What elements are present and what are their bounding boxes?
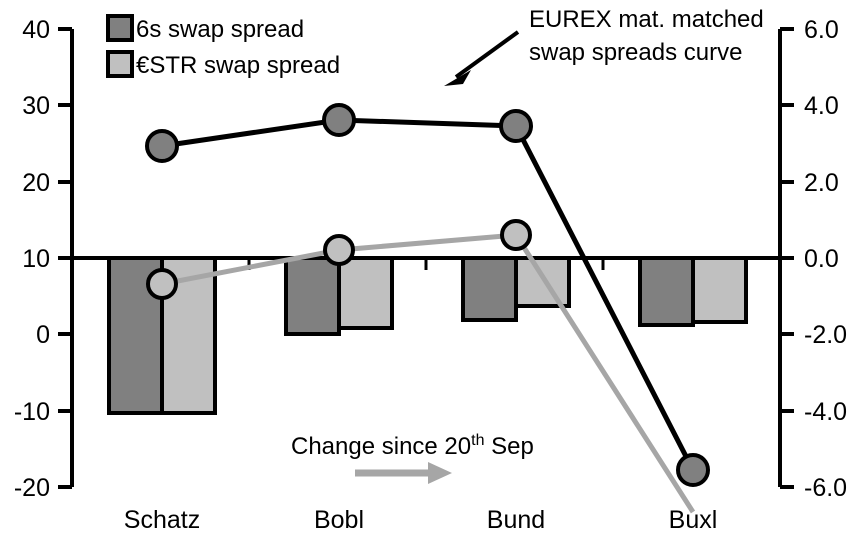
left-axis-tick-neg20: -20 — [14, 474, 50, 502]
marker-eurex-bobl — [322, 103, 356, 137]
legend-label-6s: 6s swap spread — [136, 16, 304, 43]
marker-eurex-schatz — [145, 129, 179, 163]
legend-label-estr: €STR swap spread — [136, 52, 340, 79]
right-axis-tick-0: 0.0 — [804, 245, 839, 273]
right-axis-tick-neg4: -4.0 — [804, 398, 847, 426]
marker-estr-schatz — [146, 268, 178, 300]
annotation-change-note: Change since 20th Sep — [291, 432, 534, 484]
bar-estr-buxl — [691, 256, 748, 324]
category-label-bobl: Bobl — [314, 506, 364, 534]
legend: 6s swap spread €STR swap spread — [106, 14, 340, 79]
left-axis-tick-10: 10 — [22, 245, 50, 273]
bar-6s-schatz — [107, 256, 164, 415]
annotation-eurex-note: EUREX mat. matched swap spreads curve — [444, 6, 764, 86]
category-label-schatz: Schatz — [124, 506, 200, 534]
bar-6s-bund — [461, 256, 518, 322]
legend-item-6s[interactable]: 6s swap spread — [106, 14, 304, 43]
left-axis-tick-20: 20 — [22, 169, 50, 197]
line-estr-change — [146, 219, 696, 514]
bar-6s-buxl — [638, 256, 695, 327]
left-axis: 40 30 20 10 0 -10 -20 — [14, 16, 74, 502]
marker-estr-bobl — [323, 234, 355, 266]
bar-group-bobl — [284, 256, 394, 336]
legend-swatch-6s — [106, 14, 134, 42]
annotation-eurex-line1: EUREX mat. matched — [529, 6, 764, 33]
annotation-right-arrow-icon — [355, 462, 452, 484]
right-axis-tick-neg6: -6.0 — [804, 474, 847, 502]
legend-item-estr[interactable]: €STR swap spread — [106, 50, 340, 79]
category-labels: Schatz Bobl Bund Buxl — [124, 506, 718, 534]
bar-estr-bobl — [337, 256, 394, 330]
bar-group-buxl — [638, 256, 748, 327]
left-axis-tick-30: 30 — [22, 92, 50, 120]
annotation-change-label: Change since 20th Sep — [291, 432, 534, 460]
annotation-arrow-icon — [444, 30, 520, 86]
right-axis: 6.0 4.0 2.0 0.0 -2.0 -4.0 -6.0 — [778, 16, 847, 502]
left-axis-tick-0: 0 — [36, 321, 50, 349]
bar-6s-bobl — [284, 256, 341, 336]
bar-group-bund — [461, 256, 571, 322]
right-axis-tick-4: 4.0 — [804, 92, 839, 120]
right-axis-tick-6: 6.0 — [804, 16, 839, 44]
left-axis-tick-neg10: -10 — [14, 398, 50, 426]
line-eurex-curve — [145, 103, 710, 487]
category-label-bund: Bund — [487, 506, 545, 534]
left-axis-tick-40: 40 — [22, 16, 50, 44]
right-axis-tick-neg2: -2.0 — [804, 321, 847, 349]
bar-estr-bund — [514, 256, 571, 308]
marker-eurex-buxl — [676, 453, 710, 487]
marker-estr-bund — [500, 219, 532, 251]
category-label-buxl: Buxl — [669, 506, 718, 534]
right-axis-tick-2: 2.0 — [804, 169, 839, 197]
annotation-eurex-line2: swap spreads curve — [529, 39, 742, 66]
marker-eurex-bund — [499, 109, 533, 143]
legend-swatch-estr — [106, 50, 134, 78]
